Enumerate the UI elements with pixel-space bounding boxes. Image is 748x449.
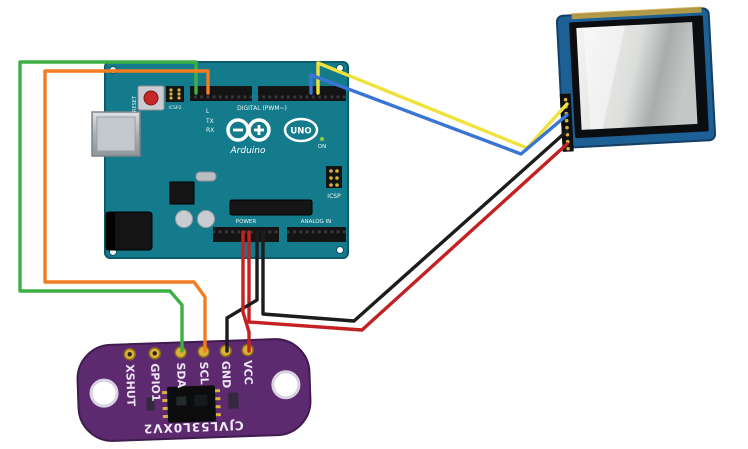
sensor-pin-label-sda: SDA [174, 362, 188, 388]
arduino-logo-minus [233, 128, 243, 132]
arduino-logo-text: Arduino [230, 146, 266, 156]
icsp2-header [166, 86, 184, 102]
sensor-pin-label-scl: SCL [197, 361, 211, 384]
icsp2-pin [177, 96, 181, 100]
sensor-receiver-window [194, 394, 208, 406]
capacitor [197, 210, 215, 228]
on-led [320, 137, 324, 141]
sensor-passive-component [146, 397, 155, 411]
icsp2-pin [169, 96, 173, 100]
on-label: ON [318, 144, 326, 150]
capacitor [175, 210, 193, 228]
analog-header-pins [287, 227, 346, 242]
uno-badge-oval [283, 117, 319, 143]
mcu-chip [229, 199, 313, 216]
distance-sensor-group: XSHUT GPIO1 SDA SCL GND VCC CJVL53L0XV2 [76, 338, 312, 442]
wire-red-vcc [241, 230, 251, 353]
digital-header-right-pins [258, 86, 346, 101]
display-screen [576, 21, 698, 130]
icsp-header [326, 166, 342, 188]
sensor-model-label: CJVL53L0XV2 [143, 418, 244, 436]
icsp-label: ICSP [327, 193, 341, 200]
crystal [195, 171, 217, 182]
sensor-emitter-window [176, 396, 187, 406]
tft-display-group [555, 6, 717, 152]
digital-header-label: DIGITAL (PWM~) [237, 105, 287, 112]
usb-port-face [96, 116, 136, 152]
regulator-chip [169, 181, 195, 205]
sensor-pin-gpio1-hole [152, 351, 157, 356]
icsp2-pin [169, 88, 173, 92]
sensor-mount-hole-right [271, 370, 301, 400]
display-pin [564, 118, 569, 123]
digital-header-left-pins [190, 86, 252, 101]
sensor-chip-pin [162, 414, 168, 419]
display-pin [565, 132, 570, 137]
icsp-pin [335, 176, 339, 180]
sensor-pin-xshut-hole [127, 352, 132, 357]
icsp-pin [335, 183, 339, 187]
sensor-pin-label-vcc: VCC [241, 360, 255, 385]
arduino-logo-plus-v [257, 125, 261, 135]
display-pin [565, 125, 569, 130]
wire-black-display [261, 129, 569, 323]
icsp-pin [329, 176, 333, 180]
icsp-pin [329, 169, 333, 173]
wire-green-sda [18, 60, 198, 353]
sensor-pin-label-gpio1: GPIO1 [148, 363, 162, 402]
sensor-chip-pin [215, 405, 221, 409]
tx-label: TX [205, 118, 214, 125]
power-jack-front [106, 212, 115, 250]
sensor-chip [166, 385, 217, 423]
sensor-chip-pin [215, 397, 221, 401]
wire-red-display [247, 142, 569, 332]
screen-reflection [583, 25, 626, 130]
analog-header-label: ANALOG IN [301, 219, 332, 225]
wires-group [18, 60, 569, 353]
rx-label: RX [206, 127, 214, 134]
arduino-hole [336, 246, 344, 254]
power-header-label: POWER [236, 219, 257, 225]
sensor-chip-pin [214, 389, 221, 393]
sensor-pin-label-xshut: XSHUT [123, 364, 137, 407]
icsp2-pin [169, 92, 173, 96]
power-header-pins [213, 227, 279, 242]
led-l-label: L [206, 108, 210, 115]
icsp-pin [335, 169, 339, 173]
sensor-passive-component [228, 392, 239, 409]
icsp2-pin [177, 88, 181, 92]
sensor-pin-label-gnd: GND [219, 361, 233, 389]
arduino-board-group: RESET ICSP2 DIGITAL (PWM~) POWER ANALOG … [91, 61, 349, 259]
reset-button-cap [143, 90, 159, 106]
icsp-pin [329, 183, 333, 187]
sensor-chip-pin [162, 398, 168, 403]
display-pin [566, 146, 570, 151]
sensor-chip-pin [162, 390, 168, 395]
wire-blue-display [309, 73, 569, 156]
wire-orange-scl [43, 69, 210, 353]
display-pin [563, 97, 568, 102]
sensor-mount-hole-left [89, 378, 119, 408]
icsp2-label: ICSP2 [169, 105, 182, 111]
arduino-logo-right-circle [247, 118, 271, 142]
sensor-chip-pin [162, 406, 168, 411]
reset-label: RESET [132, 95, 138, 112]
uno-badge-label: UNO [290, 127, 311, 137]
sensor-chip-pin [215, 413, 221, 417]
display-top-pin-strip [571, 6, 702, 20]
icsp2-pin [177, 92, 181, 96]
